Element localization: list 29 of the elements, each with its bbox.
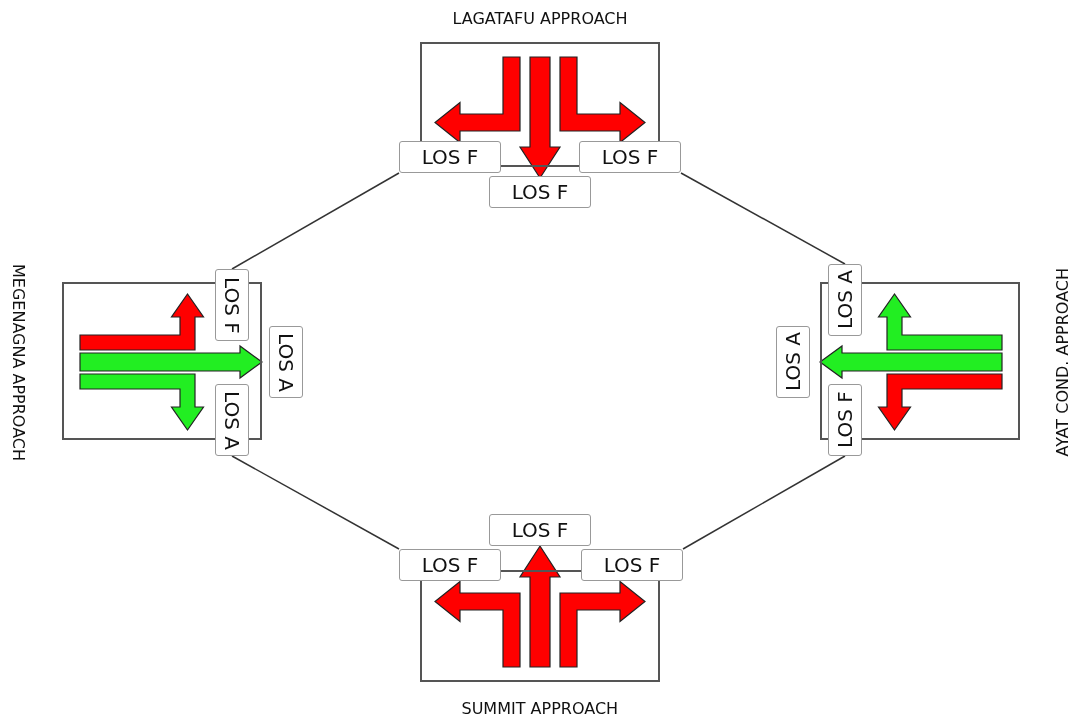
approach-heading: MEGENAGNA APPROACH [8, 263, 28, 461]
los-label: LOS F [399, 141, 501, 173]
road-link-line [680, 172, 846, 265]
los-label: LOS F [579, 141, 681, 173]
turn-lane-arrow [559, 56, 646, 144]
through-lane-arrow [518, 544, 562, 668]
turn-lane-arrow [559, 580, 646, 668]
turn-lane-arrow [79, 373, 205, 432]
turn-lane-arrow [877, 292, 1003, 351]
road-link-line [231, 455, 400, 550]
road-link-line [682, 455, 846, 550]
los-label: LOS F [828, 384, 862, 456]
turn-lane-arrow [434, 56, 521, 144]
road-link-line [231, 172, 400, 270]
los-label: LOS F [489, 514, 591, 546]
los-label: LOS A [776, 326, 810, 398]
los-label: LOS F [215, 269, 249, 341]
approach-heading: SUMMIT APPROACH [461, 698, 619, 718]
turn-lane-arrow [434, 580, 521, 668]
los-label: LOS A [269, 326, 303, 398]
turn-lane-arrow [877, 373, 1003, 432]
approach-heading: LAGATAFU APPROACH [452, 8, 628, 28]
los-label: LOS A [215, 384, 249, 456]
turn-lane-arrow [79, 292, 205, 351]
los-label: LOS A [828, 264, 862, 336]
approach-heading: AYAT COND. APPROACH [1052, 267, 1072, 457]
los-label: LOS F [581, 549, 683, 581]
los-label: LOS F [399, 549, 501, 581]
los-label: LOS F [489, 176, 591, 208]
